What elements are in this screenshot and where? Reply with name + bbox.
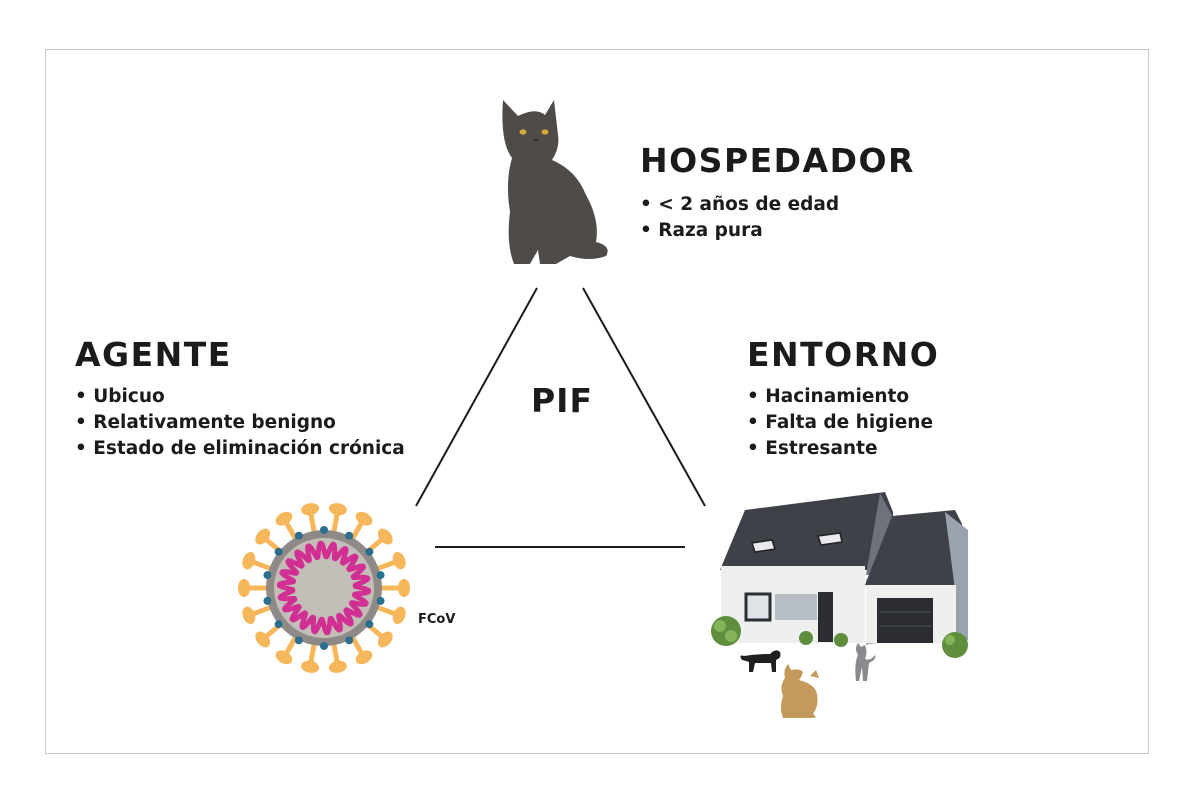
virus-spike-stem: [252, 604, 274, 617]
coronavirus-icon: [238, 503, 410, 673]
virus-spike-stem: [331, 641, 340, 663]
virus-spike-stem: [374, 604, 396, 617]
cat-left-eye: [519, 129, 527, 135]
virus-spike-stem: [331, 513, 340, 535]
virus-spike-head: [275, 511, 293, 526]
virus-surface-protein: [365, 547, 374, 556]
edge-host-agent: [415, 287, 538, 507]
virus-surface-protein: [345, 531, 354, 540]
virus-spike-head: [301, 660, 320, 673]
virus-surface-protein: [376, 596, 385, 605]
host-factor-list: < 2 años de edad Raza pura: [640, 192, 839, 244]
agent-factor-list: Ubicuo Relativamente benigno Estado de e…: [75, 384, 405, 462]
virus-label: FCoV: [418, 612, 456, 627]
virus-surface-protein: [320, 526, 328, 534]
environment-factor-item: Falta de higiene: [747, 410, 933, 436]
virus-surface-protein: [294, 636, 303, 645]
agent-factor-item: Ubicuo: [75, 384, 405, 410]
virus-surface-protein: [274, 620, 283, 629]
center-label: PIF: [531, 381, 594, 420]
virus-surface-protein: [320, 642, 328, 650]
diagram-frame: [45, 49, 1149, 754]
environment-factor-item: Estresante: [747, 436, 933, 462]
virus-surface-protein: [376, 571, 385, 580]
virus-spike-stem: [349, 521, 364, 542]
virus-surface-protein: [263, 571, 272, 580]
virus-spike-head: [255, 528, 271, 545]
agent-factor-item: Relativamente benigno: [75, 410, 405, 436]
virus-spike-head: [392, 551, 406, 570]
virus-spike-stem: [284, 634, 299, 655]
virus-spike-head: [238, 579, 250, 597]
virus-spike-head: [355, 511, 373, 526]
virus-spike-head: [275, 650, 293, 665]
virus-surface-protein: [263, 596, 272, 605]
environment-factor-item: Hacinamiento: [747, 384, 933, 410]
virus-spike-head: [377, 528, 393, 545]
virus-spike-head: [255, 631, 271, 648]
host-factor-item: < 2 años de edad: [640, 192, 839, 218]
virus-surface-protein: [345, 636, 354, 645]
virus-spike-stem: [284, 521, 299, 542]
virus-spike-head: [398, 579, 410, 597]
virus-rna: [276, 540, 372, 636]
edge-host-environment: [582, 287, 706, 507]
virus-surface-protein: [274, 547, 283, 556]
virus-spike-head: [328, 660, 347, 673]
agent-title: AGENTE: [75, 335, 232, 374]
cat-right-eye: [541, 129, 549, 135]
virus-spike-head: [377, 631, 393, 648]
environment-title: ENTORNO: [747, 335, 940, 374]
virus-spike-head: [328, 503, 347, 516]
virus-spike-head: [242, 551, 256, 570]
virus-surface-protein: [294, 531, 303, 540]
house-with-cats-icon: [711, 492, 968, 718]
virus-spike-stem: [349, 634, 364, 655]
virus-spike-head: [301, 503, 320, 516]
environment-factor-list: Hacinamiento Falta de higiene Estresante: [747, 384, 933, 462]
agent-factor-item: Estado de eliminación crónica: [75, 436, 405, 462]
virus-surface-protein: [365, 620, 374, 629]
virus-spike-stem: [308, 641, 317, 663]
virus-spike-head: [355, 650, 373, 665]
virus-spike-stem: [308, 513, 317, 535]
virus-spike-stem: [252, 559, 274, 572]
virus-spike-stem: [374, 559, 396, 572]
virus-spike-head: [392, 606, 406, 625]
host-title: HOSPEDADOR: [640, 141, 915, 180]
triangle: [415, 287, 706, 548]
virus-spike-head: [242, 606, 256, 625]
host-factor-item: Raza pura: [640, 218, 839, 244]
gray-cat-icon: [502, 100, 608, 264]
